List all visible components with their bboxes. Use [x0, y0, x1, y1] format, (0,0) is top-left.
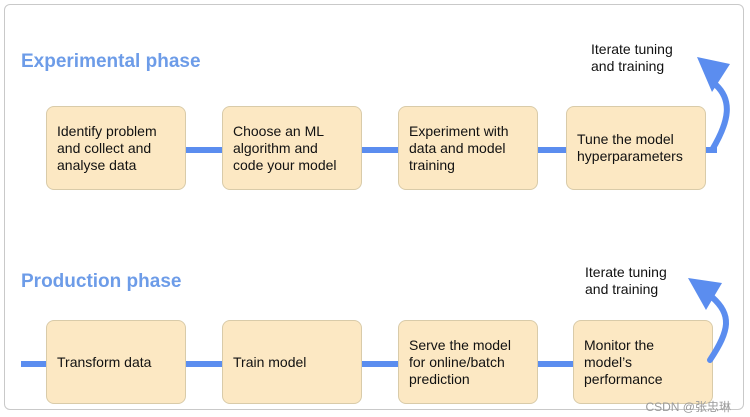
- prod-step-train-model: Train model: [222, 320, 362, 404]
- exp-step-tune-hyperparameters: Tune the model hyperparameters: [566, 106, 706, 190]
- exp-loop-arrowhead: [697, 57, 730, 92]
- prod-loop-arrow-curve: [707, 294, 729, 363]
- prod-connector-lead: [21, 361, 47, 367]
- exp-loop-label: Iterate tuning and training: [591, 41, 673, 74]
- prod-step-label: Serve the model for online/batch predict…: [409, 336, 511, 387]
- exp-step-experiment: Experiment with data and model training: [398, 106, 538, 190]
- exp-step-label: Tune the model hyperparameters: [577, 131, 683, 164]
- exp-connector-2: [362, 147, 403, 153]
- exp-loop-arrow-curve: [709, 82, 730, 153]
- exp-step-label: Experiment with data and model training: [409, 122, 509, 173]
- diagram-frame: Experimental phase Identify problem and …: [4, 4, 744, 414]
- prod-step-label: Transform data: [57, 353, 152, 370]
- exp-connector-3: [538, 147, 570, 153]
- prod-step-transform-data: Transform data: [46, 320, 186, 404]
- prod-step-label: Monitor the model’s performance: [584, 336, 663, 387]
- experimental-phase-title: Experimental phase: [21, 51, 201, 72]
- prod-connector-3: [538, 361, 578, 367]
- exp-step-label: Choose an ML algorithm and code your mod…: [233, 122, 337, 173]
- exp-step-identify-problem: Identify problem and collect and analyse…: [46, 106, 186, 190]
- prod-step-monitor-performance: Monitor the model’s performance: [573, 320, 713, 404]
- prod-step-label: Train model: [233, 353, 307, 370]
- prod-connector-1: [186, 361, 227, 367]
- production-phase-title: Production phase: [21, 271, 182, 292]
- exp-connector-1: [186, 147, 227, 153]
- prod-step-serve-model: Serve the model for online/batch predict…: [398, 320, 538, 404]
- prod-connector-2: [362, 361, 403, 367]
- watermark: CSDN @张忠琳: [645, 400, 731, 414]
- exp-step-choose-algorithm: Choose an ML algorithm and code your mod…: [222, 106, 362, 190]
- prod-loop-arrowhead: [688, 278, 722, 310]
- prod-loop-label: Iterate tuning and training: [585, 264, 667, 297]
- exp-step-label: Identify problem and collect and analyse…: [57, 122, 157, 173]
